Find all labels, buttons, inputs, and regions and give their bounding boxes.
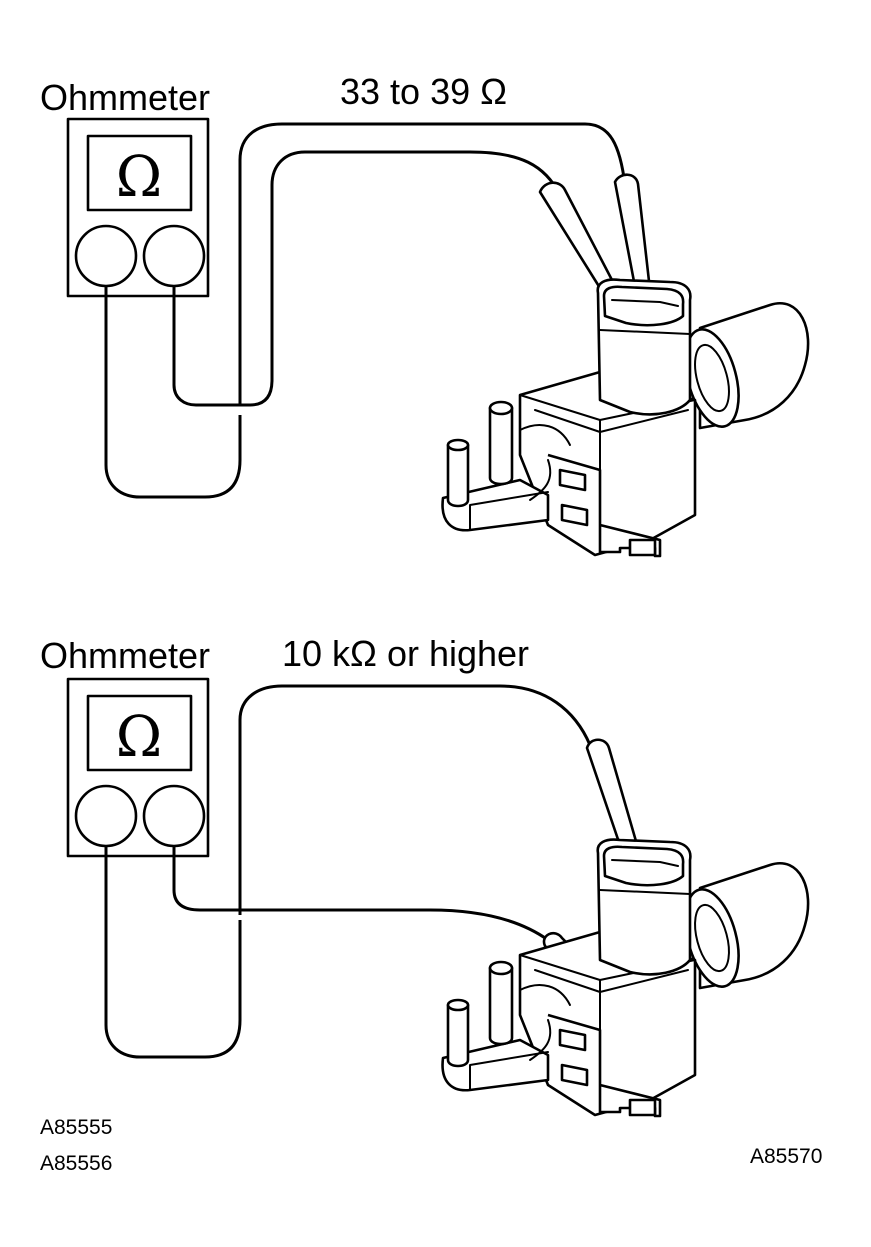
figure-code: A85570	[750, 1145, 822, 1168]
vsv-valve	[441, 278, 810, 558]
figure-code: A85556	[40, 1152, 112, 1175]
test-lead-left	[104, 846, 242, 1059]
vsv-valve	[441, 838, 810, 1118]
ohmmeter: Ω	[66, 677, 210, 858]
panel-1: Ohmmeter 33 to 39 Ω Ω	[40, 71, 810, 558]
meter-label: Ohmmeter	[40, 77, 210, 118]
test-lead-left	[104, 286, 242, 499]
resistance-reading: 33 to 39 Ω	[340, 71, 507, 112]
figure-code: A85555	[40, 1116, 112, 1139]
ohmmeter: Ω	[66, 117, 210, 298]
test-lead-loop	[238, 122, 627, 405]
test-lead-loop	[238, 684, 592, 915]
meter-label: Ohmmeter	[40, 635, 210, 676]
test-lead-right	[172, 150, 562, 407]
ohm-symbol: Ω	[116, 705, 162, 770]
test-lead-right	[172, 846, 549, 942]
resistance-reading: 10 kΩ or higher	[282, 633, 529, 674]
ohm-symbol: Ω	[116, 145, 162, 210]
panel-2: Ohmmeter 10 kΩ or higher Ω	[40, 633, 810, 1118]
